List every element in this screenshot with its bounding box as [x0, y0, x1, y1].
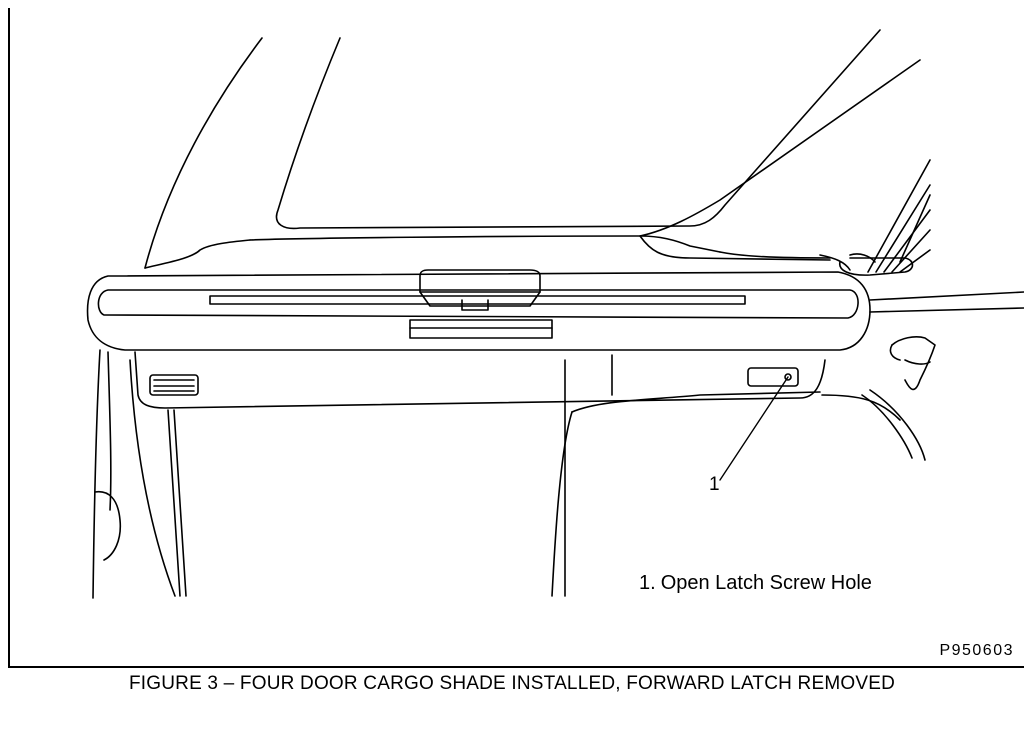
cargo-shade-housing — [86, 269, 871, 351]
callout-number-1: 1 — [709, 474, 720, 495]
legend-item-1: 1.Open Latch Screw Hole — [639, 572, 872, 595]
legend-item-text: Open Latch Screw Hole — [660, 572, 872, 594]
legend-item-number: 1. — [639, 572, 656, 594]
open-latch-screw-hole — [747, 367, 799, 387]
lower-trim-panel — [134, 351, 826, 409]
screw-hole-mark — [784, 373, 792, 381]
cargo-shade-line-drawing — [86, 29, 1024, 599]
rear-window — [249, 29, 921, 271]
figure-frame — [8, 8, 1024, 668]
callout-leader-line — [719, 376, 789, 481]
left-pillar — [92, 37, 263, 599]
figure-id-code: P950603 — [939, 642, 1014, 659]
figure-caption: FIGURE 3 – FOUR DOOR CARGO SHADE INSTALL… — [128, 673, 896, 694]
